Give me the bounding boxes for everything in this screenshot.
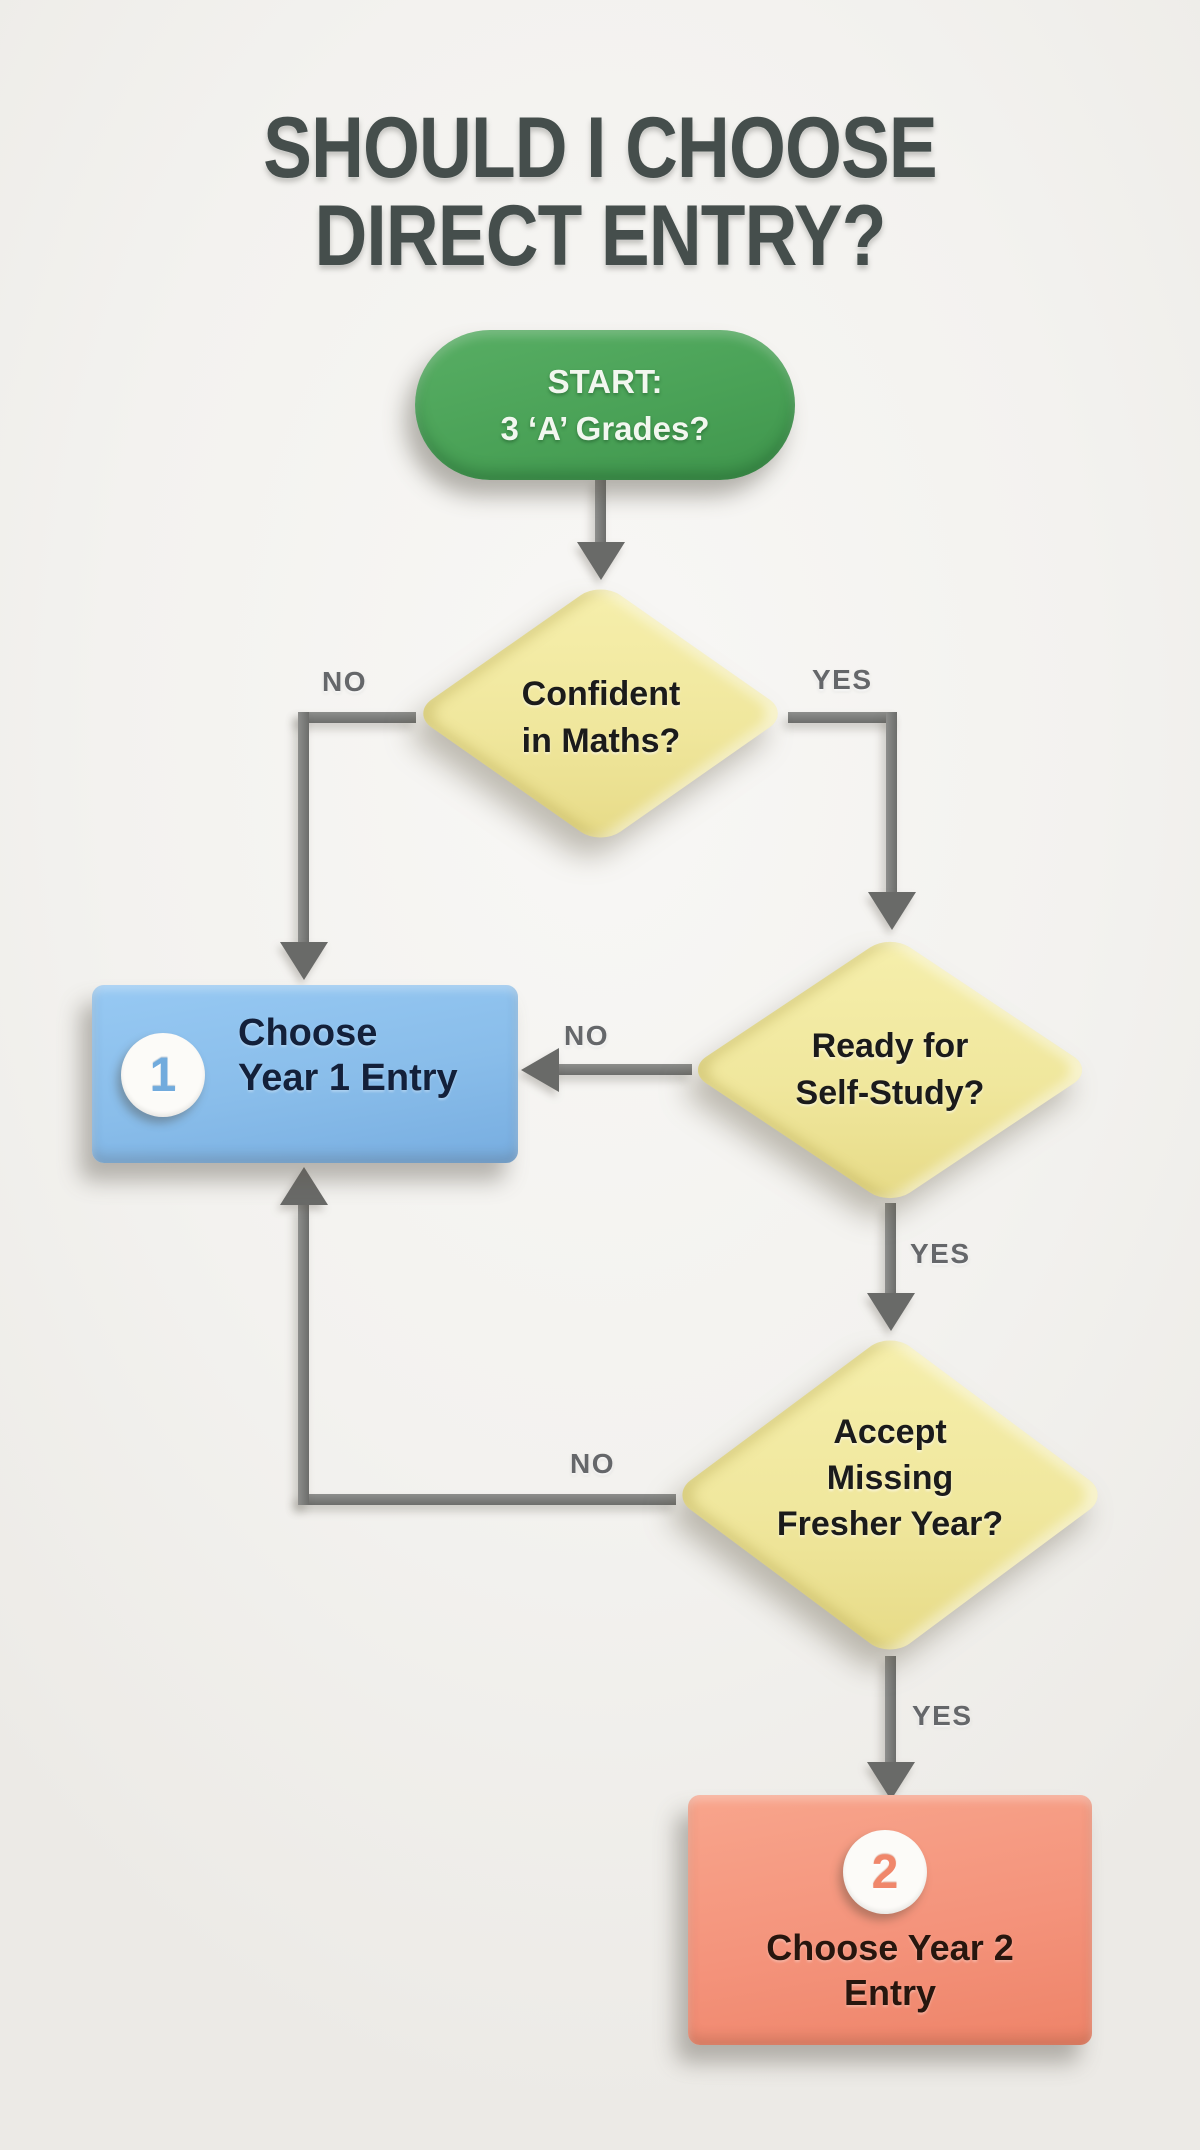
start-node: START: 3 ‘A’ Grades? [415, 330, 795, 480]
outcome-year2-line2: Entry [843, 1972, 937, 2013]
connector-maths-no-vertical [298, 712, 309, 944]
page-title-line1: SHOULD I CHOOSE [263, 100, 937, 196]
decision-fresher-line1: Accept [833, 1413, 947, 1451]
arrowhead-start-to-maths [577, 542, 625, 580]
connector-selfstudy-no [556, 1064, 692, 1075]
connector-start-to-maths [595, 478, 606, 544]
decision-selfstudy-line1: Ready for [811, 1027, 969, 1065]
decision-fresher-line2: Missing [826, 1459, 954, 1497]
decision-fresher-text: Accept Missing Fresher Year? [710, 1409, 1070, 1547]
edge-label-maths-no: NO [322, 666, 367, 697]
outcome-year1-text: Choose Year 1 Entry [238, 1011, 458, 1101]
outcome-year1-line1: Choose [238, 1012, 378, 1054]
connector-maths-yes-horizontal [788, 712, 897, 723]
outcome-year1: 1 Choose Year 1 Entry [92, 985, 518, 1163]
edge-label-selfstudy-yes: YES [910, 1238, 971, 1269]
decision-fresher-line3: Fresher Year? [776, 1505, 1004, 1543]
arrowhead-fresher-no [280, 1167, 328, 1205]
outcome-year2-line1: Choose Year 2 [766, 1927, 1014, 1968]
edge-label-fresher-no: NO [570, 1448, 615, 1479]
decision-selfstudy-text: Ready for Self-Study? [710, 1023, 1070, 1117]
start-node-line1: START: [547, 363, 663, 400]
decision-maths-line1: Confident [521, 675, 681, 713]
connector-selfstudy-yes [885, 1203, 896, 1295]
connector-maths-yes-vertical [886, 712, 897, 894]
arrowhead-maths-yes [868, 892, 916, 930]
arrowhead-fresher-yes [867, 1762, 915, 1800]
start-node-line2: 3 ‘A’ Grades? [500, 410, 710, 447]
connector-fresher-no-horizontal [298, 1494, 676, 1505]
connector-maths-no-horizontal [298, 712, 416, 723]
arrowhead-selfstudy-no [521, 1048, 559, 1092]
badge-1: 1 [121, 1033, 205, 1117]
badge-1-number: 1 [149, 1048, 177, 1102]
connector-fresher-yes [885, 1656, 896, 1764]
edge-label-fresher-yes: YES [912, 1700, 973, 1731]
outcome-year1-line2: Year 1 Entry [238, 1057, 458, 1099]
decision-maths-text: Confident in Maths? [421, 671, 781, 765]
decision-maths-line2: in Maths? [521, 722, 681, 760]
outcome-year2-text: Choose Year 2 Entry [688, 1925, 1092, 2015]
arrowhead-selfstudy-yes [867, 1293, 915, 1331]
badge-2: 2 [843, 1830, 927, 1914]
decision-selfstudy-line2: Self-Study? [795, 1074, 985, 1112]
page-title-line2: DIRECT ENTRY? [314, 188, 886, 284]
arrowhead-maths-no [280, 942, 328, 980]
outcome-year2: 2 Choose Year 2 Entry [688, 1795, 1092, 2045]
edge-label-selfstudy-no: NO [564, 1020, 609, 1051]
badge-2-number: 2 [871, 1845, 899, 1899]
connector-fresher-no-vertical [298, 1205, 309, 1505]
edge-label-maths-yes: YES [812, 664, 873, 695]
page-title: SHOULD I CHOOSE DIRECT ENTRY? [90, 104, 1110, 280]
